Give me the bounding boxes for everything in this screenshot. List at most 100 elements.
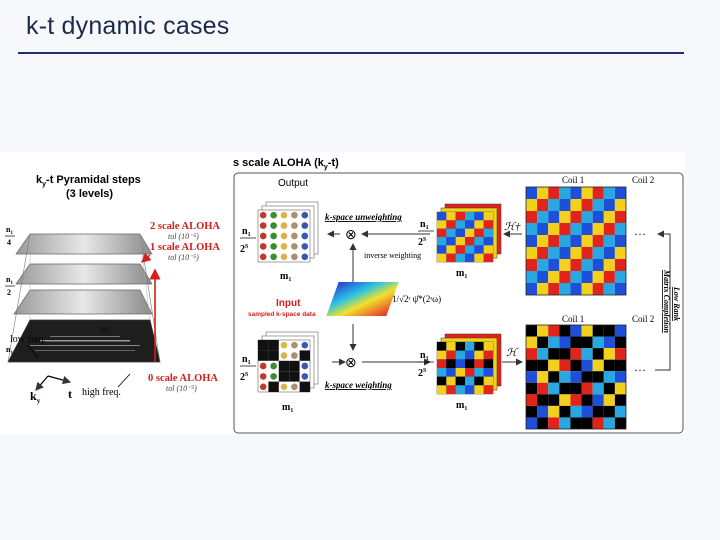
hankel-cell xyxy=(465,212,475,221)
hankel-cell xyxy=(465,385,475,394)
coil-cell xyxy=(570,211,582,223)
coil-cell xyxy=(559,394,571,406)
hankel-cell xyxy=(465,342,475,351)
coil-cell xyxy=(559,348,571,360)
coil-cell xyxy=(537,211,549,223)
coil-cell xyxy=(559,359,571,372)
weighted-output-stack xyxy=(436,203,502,263)
hankel-cell xyxy=(446,212,456,221)
kspace-sample xyxy=(280,232,288,240)
aloha-figure: ky-t Pyramidal steps (3 levels) n1 4 n1 … xyxy=(0,152,685,434)
coil-cell xyxy=(526,271,538,283)
unweighting-label: k-space unweighting xyxy=(325,212,402,222)
aloha-panel-title: s scale ALOHA (ky-t) xyxy=(233,157,339,171)
coil-cell xyxy=(581,211,593,223)
coil-cell xyxy=(559,211,571,223)
coil-cell xyxy=(570,283,582,295)
coil-cell xyxy=(592,394,604,406)
coil2-bottom-label: Coil 2 xyxy=(632,314,654,324)
kspace-sample xyxy=(270,211,277,219)
coil-cell xyxy=(570,271,582,283)
coil-cell xyxy=(526,235,538,247)
hankel-cell xyxy=(437,376,447,386)
coil-cell xyxy=(614,235,626,247)
kspace-sample xyxy=(259,243,267,250)
coil-cell xyxy=(537,199,549,211)
coil-cell xyxy=(614,359,626,372)
coil-cell xyxy=(559,259,571,271)
input-label: Input xyxy=(276,298,301,309)
coil-cell xyxy=(603,187,615,199)
coil-cell xyxy=(548,405,560,418)
hankel-cell xyxy=(446,376,456,386)
coil-cell xyxy=(614,394,626,406)
hankel-cell xyxy=(446,237,456,246)
coil-cell xyxy=(548,187,560,199)
kspace-sample xyxy=(280,253,288,261)
kspace-sample xyxy=(280,222,288,229)
coil1-bottom-label: Coil 1 xyxy=(562,314,584,324)
coil-cell xyxy=(537,187,549,199)
hankel-cell xyxy=(437,342,447,351)
masked-cell xyxy=(278,371,290,382)
hankel-cell xyxy=(437,368,447,377)
coil-cell xyxy=(592,417,604,429)
hankel-cell xyxy=(455,245,465,254)
coil-cell xyxy=(526,417,538,429)
coil-cell xyxy=(537,371,549,383)
weighting-label: k-space weighting xyxy=(325,380,392,390)
hankel-cell xyxy=(483,359,493,368)
hankel-cell xyxy=(455,350,465,360)
coil-cell xyxy=(592,382,604,395)
masked-cell xyxy=(258,340,269,351)
hankel-cell xyxy=(474,350,484,360)
hankel-cell xyxy=(465,368,475,377)
level-2-tol: tol (10⁻⁵) xyxy=(168,232,199,241)
masked-cell xyxy=(289,371,300,382)
coil-cell xyxy=(592,359,604,372)
wavelet-surface xyxy=(326,282,399,316)
hankel-dagger-label: ℋ† xyxy=(504,221,521,233)
output-2s-label: 2S xyxy=(240,244,249,255)
hankel-cell xyxy=(455,359,465,368)
kspace-sample xyxy=(291,352,298,359)
coil-cell xyxy=(592,371,604,383)
coil-cell xyxy=(570,359,582,372)
coil-cell xyxy=(581,247,593,259)
weighting-formula: 1/√2ˢ ψ̂*(2ˢω) xyxy=(392,294,441,304)
coil-cell xyxy=(537,382,549,395)
hankel-cell xyxy=(446,220,456,229)
hankel-cell xyxy=(455,220,465,229)
coil-cell xyxy=(548,359,560,372)
hankel-cell xyxy=(446,350,456,360)
hankel-cell xyxy=(474,359,484,368)
coil-cell xyxy=(592,348,604,360)
hankel-cell xyxy=(446,368,456,377)
hankel-cell xyxy=(437,385,447,394)
hankel-cell xyxy=(455,376,465,386)
coil-cell xyxy=(592,283,604,295)
mid-top-n1: n1 xyxy=(420,219,429,231)
coil-cell xyxy=(581,259,593,271)
hankel-cell xyxy=(465,237,475,246)
coil-cell xyxy=(581,336,593,349)
title-underline xyxy=(18,52,684,54)
kspace-sample xyxy=(301,232,309,240)
hankel-cell xyxy=(455,253,465,262)
coil-cell xyxy=(559,336,571,349)
coil-cell xyxy=(581,271,593,283)
hankel-cell xyxy=(474,212,484,221)
coil-cell xyxy=(559,247,571,259)
coil-cell xyxy=(548,336,560,349)
otimes-bottom: ⊗ xyxy=(345,356,357,371)
kspace-sample xyxy=(301,253,309,261)
coil-cell xyxy=(603,199,615,211)
hankel-cell xyxy=(465,376,475,386)
coil-cell xyxy=(603,325,615,337)
hankel-cell xyxy=(455,228,465,237)
kspace-sample xyxy=(280,352,288,359)
hankel-cell xyxy=(465,245,475,254)
coil-cell xyxy=(537,259,549,271)
coil-cell xyxy=(526,247,538,259)
coil-cell xyxy=(570,223,582,235)
